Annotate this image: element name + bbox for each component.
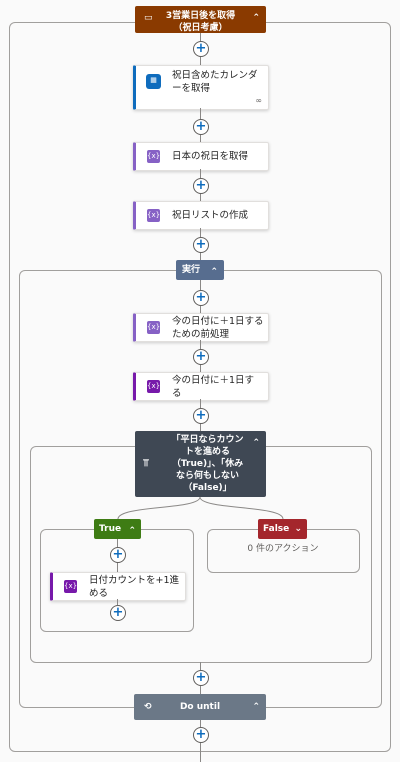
scope-icon: ▭	[144, 13, 153, 23]
condition-title-5: （False)」	[183, 483, 232, 493]
chevron-up-icon[interactable]: ⌃	[252, 702, 260, 712]
add-step-button-5[interactable]: +	[193, 290, 209, 306]
step-count-increment[interactable]: {x} 日付カウントを+1進 める	[50, 572, 186, 601]
false-branch-empty: 0 件のアクション	[247, 544, 319, 554]
chevron-up-icon[interactable]: ⌃	[128, 526, 136, 536]
chevron-up-icon[interactable]: ⌃	[252, 438, 260, 448]
compose-icon: {x}	[147, 380, 160, 393]
loop-icon: ⟲	[144, 702, 152, 712]
step-get-holidays-label: 日本の祝日を取得	[172, 151, 249, 162]
step-calendar-label-1: 祝日含めたカレンダ	[172, 70, 258, 81]
step-holiday-list-label: 祝日リストの作成	[172, 210, 249, 221]
false-branch-header[interactable]: False ⌄	[258, 519, 307, 539]
add-step-button-2[interactable]: +	[193, 119, 209, 135]
connector	[117, 599, 118, 605]
condition-title-2: トを進める	[184, 447, 230, 457]
condition-header[interactable]: ⫪ 「平日ならカウン トを進める （True)」、「休み なら何もしない （Fa…	[135, 431, 266, 497]
false-branch-label: False	[263, 524, 290, 534]
top-scope-header[interactable]: ▭ 3営業日後を取得 （祝日考慮） ⌃	[135, 6, 266, 33]
condition-title-4: なら何もしない	[175, 471, 239, 481]
add-step-button-8[interactable]: +	[193, 670, 209, 686]
true-branch-header[interactable]: True ⌃	[94, 519, 141, 539]
add-step-button-true-2[interactable]: +	[110, 605, 126, 621]
compose-icon: {x}	[64, 580, 77, 593]
step-preprocess-label-1: 今の日付に＋1日する	[172, 316, 264, 327]
chevron-down-icon[interactable]: ⌄	[294, 524, 302, 534]
add-step-button-1[interactable]: +	[193, 41, 209, 57]
add-step-button-9[interactable]: +	[193, 727, 209, 743]
variable-icon: {x}	[147, 209, 160, 222]
add-step-button-6[interactable]: +	[193, 349, 209, 365]
step-preprocess-label-2: ための前処理	[172, 329, 230, 340]
step-add-day-label: 今の日付に＋1日する	[172, 374, 255, 399]
step-holiday-list[interactable]: {x} 祝日リストの作成	[133, 201, 269, 230]
add-step-button-true[interactable]: +	[110, 547, 126, 563]
variable-icon: {x}	[147, 321, 160, 334]
condition-title-3: （True)」、「休み	[171, 459, 244, 469]
do-until-header[interactable]: ⟲ Do until ⌃	[134, 694, 266, 720]
top-scope-title-1: 3営業日後を取得	[165, 11, 236, 21]
add-step-button-4[interactable]: +	[193, 237, 209, 253]
chevron-up-icon[interactable]: ⌃	[252, 13, 260, 23]
link-icon: ∞	[255, 96, 262, 105]
run-scope-title: 実行	[182, 265, 201, 275]
step-add-day[interactable]: {x} 今の日付に＋1日する	[133, 372, 269, 401]
chevron-up-icon[interactable]: ⌃	[210, 267, 218, 277]
outlook-calendar-icon: ▦	[146, 74, 161, 89]
step-count-label-1: 日付カウントを+1進	[89, 575, 180, 586]
step-get-holidays[interactable]: {x} 日本の祝日を取得	[133, 142, 269, 171]
top-scope-title-2: （祝日考慮）	[173, 23, 228, 33]
step-preprocess[interactable]: {x} 今の日付に＋1日する ための前処理	[133, 313, 269, 342]
variable-icon: {x}	[147, 150, 160, 163]
do-until-title: Do until	[179, 702, 221, 712]
run-scope-header[interactable]: 実行 ⌃	[176, 260, 224, 280]
condition-title-1: 「平日ならカウン	[171, 435, 244, 445]
step-calendar-label-2: ーを取得	[172, 83, 211, 94]
add-step-button-7[interactable]: +	[193, 408, 209, 424]
true-branch-label: True	[99, 524, 122, 534]
condition-icon: ⫪	[143, 458, 149, 469]
step-count-label-2: める	[89, 588, 109, 599]
add-step-button-3[interactable]: +	[193, 178, 209, 194]
step-calendar[interactable]: ▦ 祝日含めたカレンダ ーを取得 ∞	[133, 65, 269, 110]
